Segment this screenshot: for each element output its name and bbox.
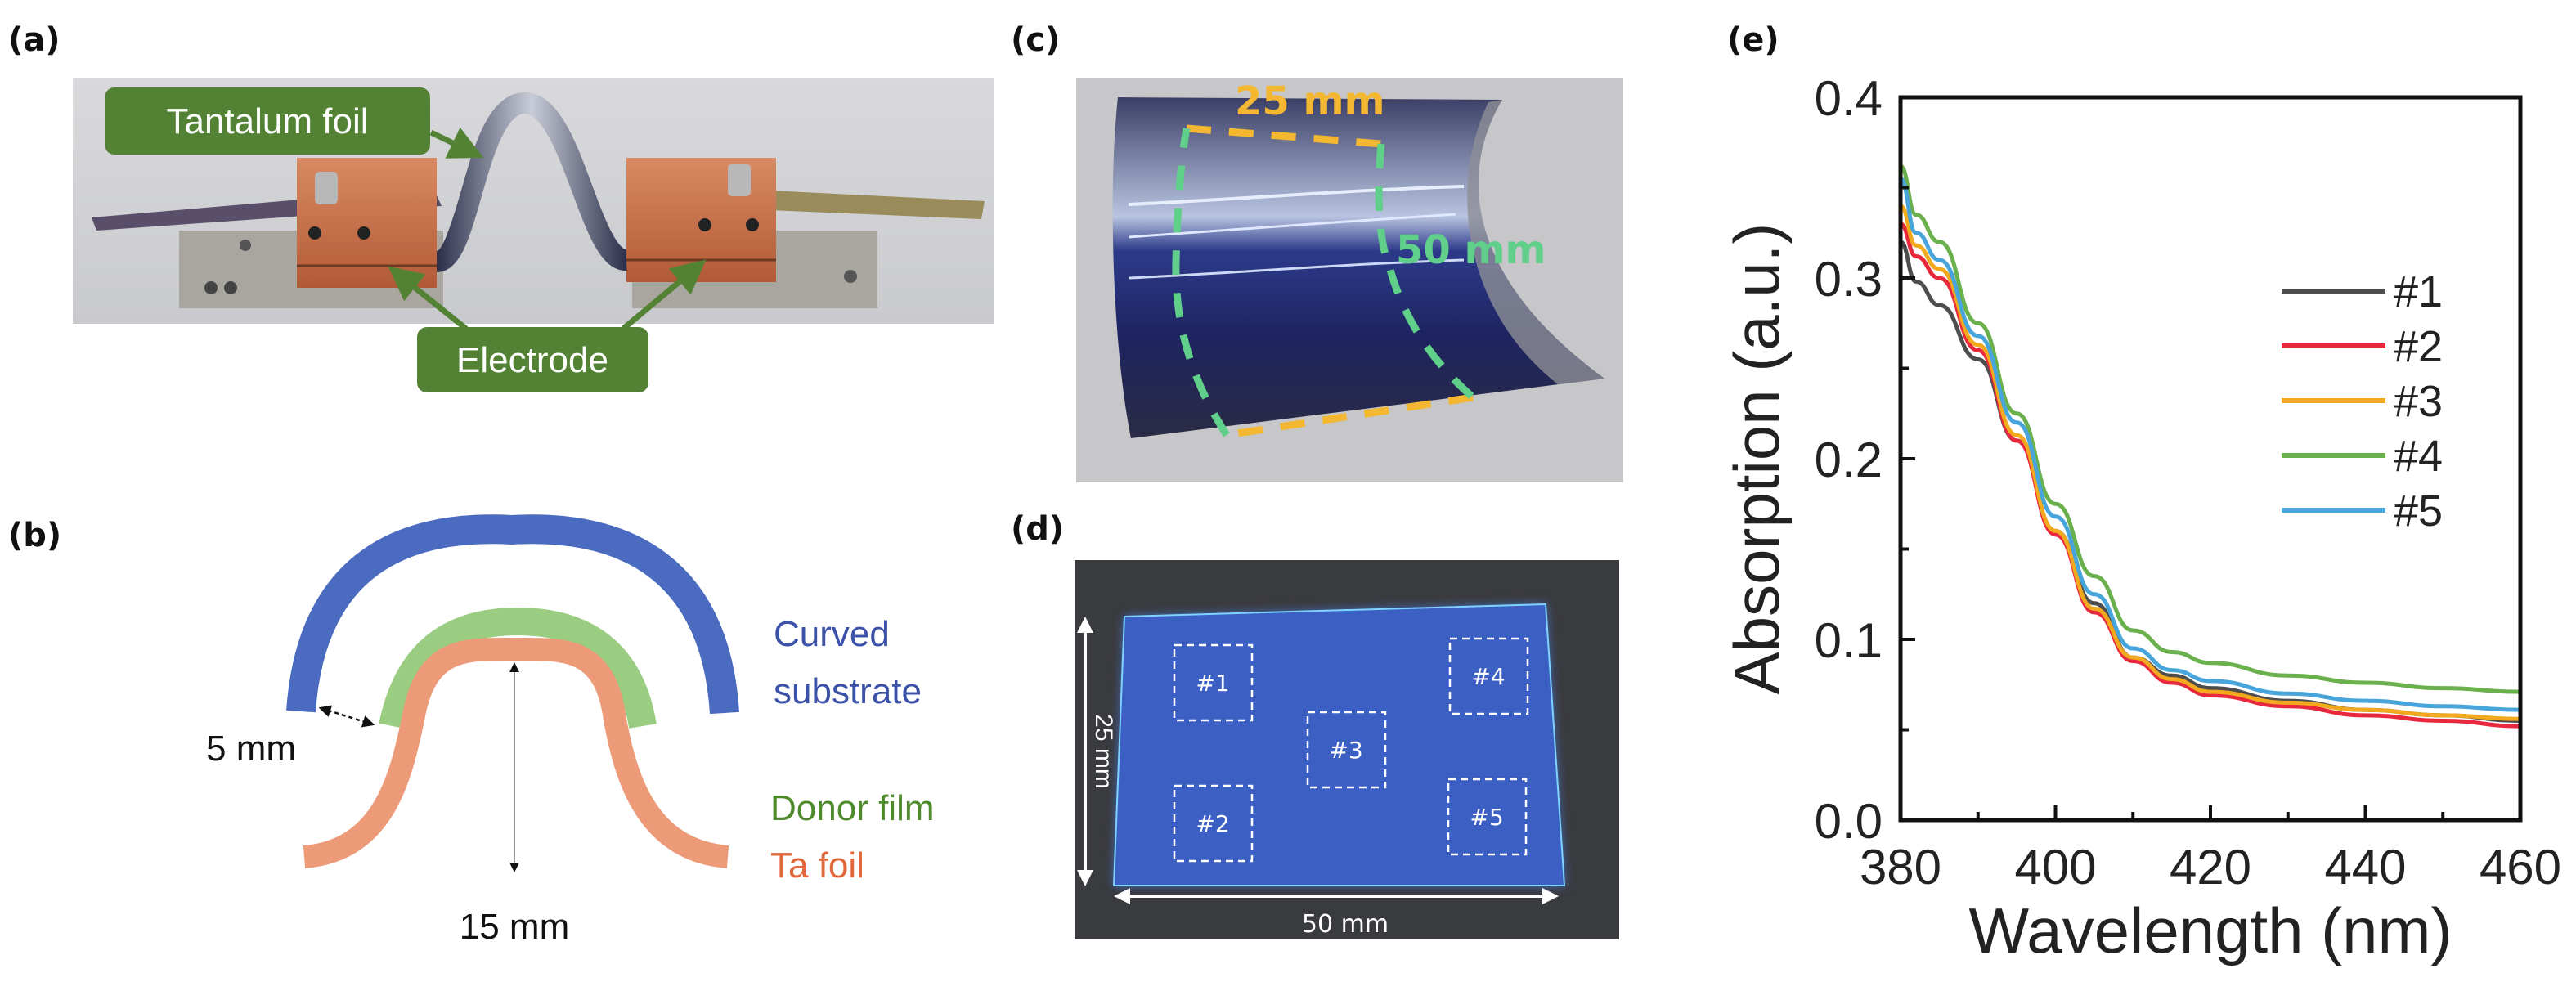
- panel-label-b: (b): [8, 517, 61, 554]
- y-tick-label: 0.0: [1815, 794, 1883, 849]
- spot-label: #3: [1329, 737, 1362, 764]
- legend-item: #5: [2282, 487, 2443, 536]
- legend: #1 #2 #3 #4 #5: [2282, 267, 2443, 536]
- spot-label: #2: [1196, 810, 1229, 837]
- measurement-spot: #5: [1447, 778, 1528, 856]
- spot-box: [1173, 643, 1254, 722]
- y-tick-label: 0.2: [1815, 433, 1883, 487]
- panel-b: (b) 5 mm 15 mm Curved substrate Donor fi…: [8, 514, 935, 947]
- spot-box: [1173, 784, 1254, 863]
- photo-film-fluorescence: [1075, 560, 1619, 939]
- y-tick-label: 0.4: [1815, 71, 1883, 126]
- legend-label: #2: [2394, 322, 2443, 371]
- spot-label: #1: [1196, 670, 1229, 697]
- length-dimension-label: 50 mm: [1396, 227, 1546, 273]
- panel-e: (e) 380 400 420 440 460 0.0 0.1 0.2 0.3 0.4 #1 #2 #3…: [1721, 21, 2561, 966]
- width-dash-top: [1186, 124, 1382, 148]
- spot-box: [1306, 711, 1387, 789]
- measurement-spot: #2: [1173, 784, 1254, 863]
- height-dimension-label: 25 mm: [1090, 714, 1117, 789]
- legend-item: #1: [2282, 267, 2443, 316]
- callout-tantalum-foil: Tantalum foil: [105, 87, 430, 155]
- panel-d: (d) #1 #2 #3 #4 #5 25 mm 50 mm: [1011, 510, 1619, 939]
- x-tick-label: 420: [2170, 840, 2251, 895]
- gap-dimension-arrow: [318, 705, 375, 728]
- photo-electrode-setup: [73, 78, 994, 331]
- legend-label: #5: [2394, 487, 2443, 536]
- curved-substrate-shape: [286, 514, 739, 715]
- width-dimension-label: 50 mm: [1302, 910, 1389, 939]
- substrate-label-line1: Curved: [774, 614, 890, 654]
- x-tick-label: 440: [2324, 840, 2406, 895]
- measurement-spot: #1: [1173, 643, 1254, 722]
- height-label: 15 mm: [460, 907, 569, 947]
- y-tick-label: 0.3: [1815, 252, 1883, 307]
- measurement-spots: #1 #2 #3 #4 #5: [1173, 637, 1529, 863]
- substrate-label-line2: substrate: [774, 671, 922, 711]
- series-line-3: [1899, 204, 2521, 721]
- legend-item: #2: [2282, 322, 2443, 371]
- panel-label-d: (d): [1011, 510, 1064, 548]
- callout-electrode: Electrode: [417, 327, 648, 392]
- x-tick-label: 380: [1860, 840, 1941, 895]
- coated-sheet: [1112, 97, 1604, 438]
- panel-a: (a) Tantalum foil: [8, 21, 994, 392]
- spot-box: [1448, 637, 1529, 715]
- y-tick-label: 0.1: [1815, 613, 1883, 668]
- y-axis-label: Absorption (a.u.): [1721, 223, 1793, 695]
- panel-label-a: (a): [8, 21, 61, 59]
- length-dash-right: [1375, 143, 1475, 401]
- ta-foil-shape: [303, 637, 729, 868]
- absorption-chart: 380 400 420 440 460 0.0 0.1 0.2 0.3 0.4 #1 #2 #3 #4 #5: [1815, 71, 2561, 895]
- spot-label: #4: [1471, 663, 1505, 690]
- panel-label-c: (c): [1011, 21, 1060, 59]
- film-area: [1112, 603, 1566, 886]
- legend-label: #4: [2394, 432, 2443, 481]
- panel-label-e: (e): [1727, 21, 1779, 59]
- x-axis-label: Wavelength (nm): [1969, 895, 2453, 966]
- ta-foil-label: Ta foil: [770, 845, 864, 886]
- legend-label: #3: [2394, 377, 2443, 426]
- series-line-4: [1899, 164, 2521, 694]
- x-tick-label: 460: [2480, 840, 2561, 895]
- callout-text-foil: Tantalum foil: [166, 101, 368, 141]
- callout-text-electrode: Electrode: [456, 340, 608, 380]
- series-line-5: [1899, 176, 2521, 712]
- panel-c: (c) 25 mm 50 mm: [1011, 21, 1623, 482]
- legend-item: #3: [2282, 377, 2443, 426]
- legend-item: #4: [2282, 432, 2443, 481]
- x-tick-label: 400: [2014, 840, 2096, 895]
- width-dimension-label: 25 mm: [1235, 78, 1385, 124]
- legend-label: #1: [2394, 267, 2443, 316]
- donor-film-shape: [379, 607, 657, 729]
- photo-curved-film: [1076, 78, 1623, 482]
- measurement-spot: #4: [1448, 637, 1529, 715]
- spot-label: #5: [1470, 804, 1503, 831]
- gap-label: 5 mm: [206, 729, 296, 769]
- spot-box: [1447, 778, 1528, 856]
- tantalum-foil-bump: [433, 92, 629, 272]
- donor-film-label: Donor film: [770, 788, 935, 828]
- length-dash-left: [1172, 128, 1230, 437]
- measurement-spot: #3: [1306, 711, 1387, 789]
